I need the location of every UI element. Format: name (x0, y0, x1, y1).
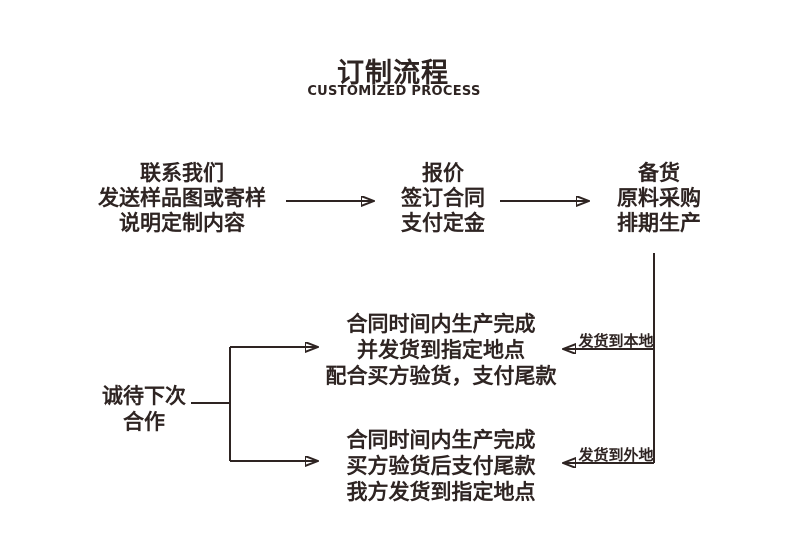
step-line: 说明定制内容 (119, 211, 245, 235)
note-line: 合作 (123, 410, 165, 434)
note-line: 诚待下次 (102, 384, 186, 408)
step-line: 备货 (638, 161, 680, 185)
step-line: 联系我们 (140, 161, 224, 185)
step-line: 原料采购 (617, 186, 701, 210)
step-line: 签订合同 (401, 186, 485, 210)
flow-step-quote: 报价 签订合同 支付定金 (401, 161, 485, 236)
branch-line: 合同时间内生产完成 (346, 428, 536, 452)
flow-step-contact: 联系我们 发送样品图或寄样 说明定制内容 (98, 161, 266, 236)
diagram-subtitle: CUSTOMIZED PROCESS (307, 84, 481, 99)
branch-line: 配合买方验货，支付尾款 (325, 364, 557, 388)
step-line: 报价 (422, 161, 464, 185)
step-line: 发送样品图或寄样 (98, 186, 266, 210)
step-line: 排期生产 (617, 211, 701, 235)
branch-line: 我方发货到指定地点 (346, 480, 536, 504)
branch-label-local: 发货到本地 (578, 332, 654, 350)
branch-label-remote: 发货到外地 (578, 446, 654, 464)
branch-line: 合同时间内生产完成 (346, 312, 536, 336)
branch-line: 并发货到指定地点 (357, 338, 525, 362)
step-line: 支付定金 (401, 211, 485, 235)
flow-step-stock: 备货 原料采购 排期生产 (617, 161, 701, 236)
next-cooperation-note: 诚待下次 合作 (102, 383, 186, 435)
branch-line: 买方验货后支付尾款 (346, 454, 536, 478)
branch-block-local: 合同时间内生产完成 并发货到指定地点 配合买方验货，支付尾款 (326, 311, 557, 389)
diagram-title: 订制流程 (337, 58, 449, 89)
branch-block-remote: 合同时间内生产完成 买方验货后支付尾款 我方发货到指定地点 (347, 427, 536, 505)
